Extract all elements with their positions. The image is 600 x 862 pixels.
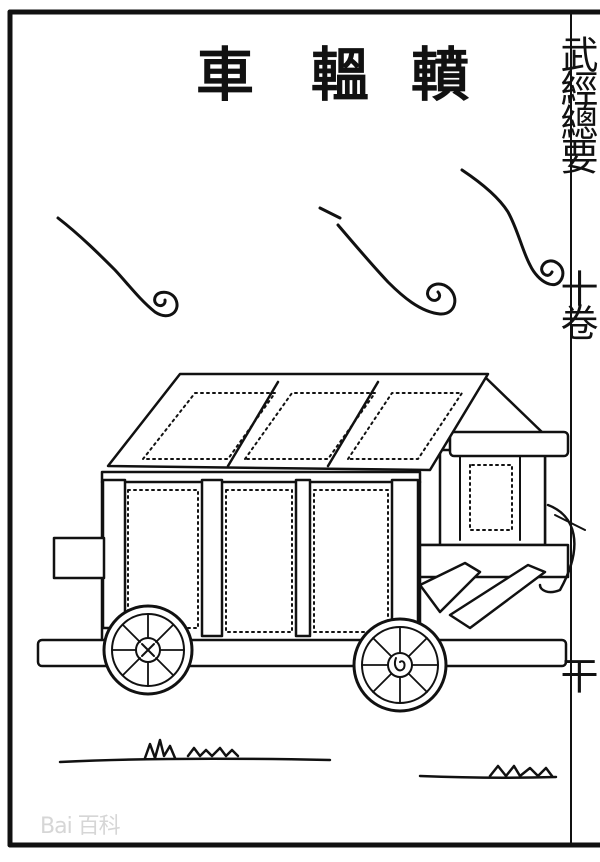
baike-watermark: Bai 百科 [40, 814, 121, 839]
margin-book-title: 武經總要 [554, 35, 598, 171]
title-char-fen: 轒 [410, 41, 469, 109]
wheel-rear [352, 617, 448, 713]
ground-right [418, 764, 558, 779]
title-char-wen: 轀 [310, 41, 369, 109]
cloud-swirl-right [460, 168, 565, 287]
cloud-swirl-middle [318, 206, 457, 316]
wheel-front [102, 604, 194, 696]
margin-page-number: 干 [554, 656, 598, 694]
title-char-cart: 車 [195, 41, 254, 109]
siege-cart [36, 372, 586, 713]
ground-left [58, 738, 332, 764]
cloud-swirl-left [56, 216, 179, 318]
margin-volume-number: 十卷 [554, 269, 598, 337]
page-frame [7, 9, 600, 848]
